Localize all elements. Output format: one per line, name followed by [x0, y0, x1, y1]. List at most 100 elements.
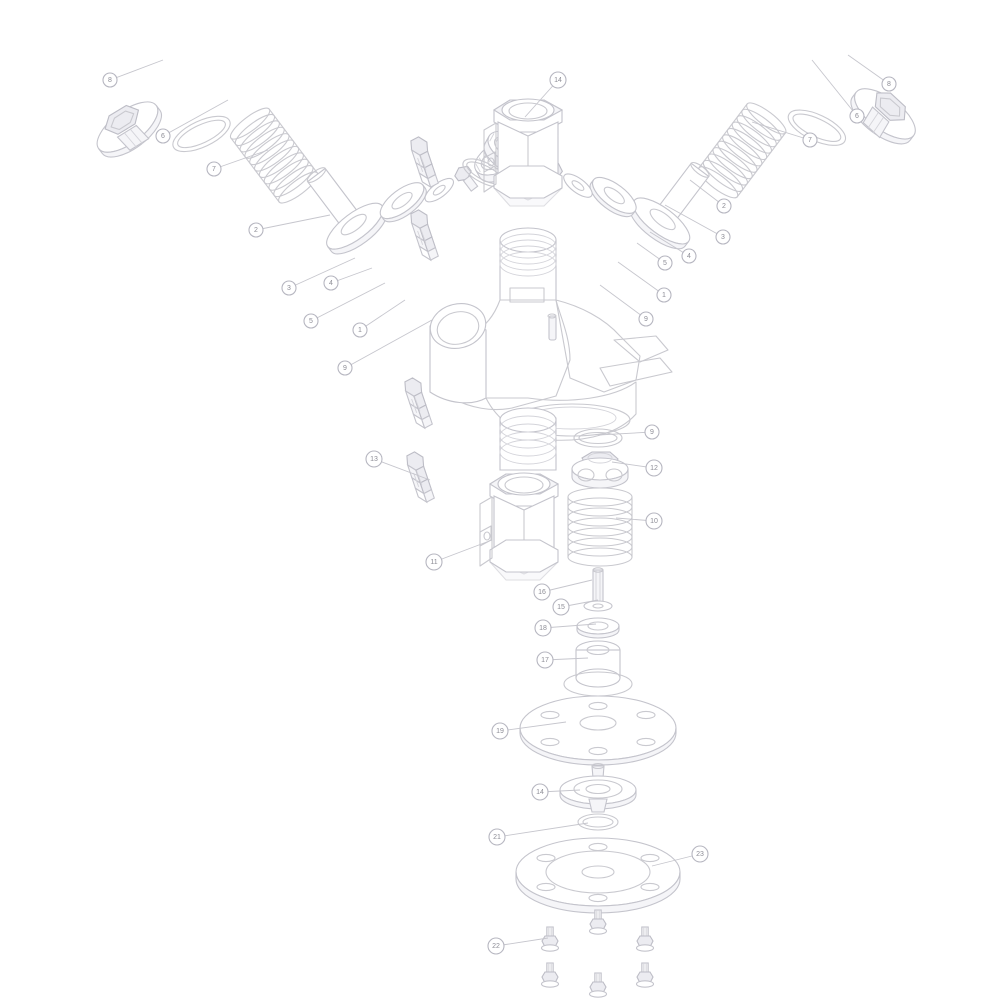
callout-balloon-19[interactable]: 19 — [491, 721, 567, 740]
callout-balloon-7[interactable]: 7 — [751, 121, 818, 148]
balloon-label: 9 — [343, 365, 347, 372]
hex-bolt-set — [540, 909, 655, 998]
callout-balloon-11[interactable]: 11 — [425, 539, 493, 571]
balloon-circle[interactable] — [644, 424, 660, 440]
leader-line — [847, 54, 890, 85]
leader-line — [599, 284, 647, 320]
balloon-circle[interactable] — [645, 459, 663, 477]
callout-balloon-1[interactable]: 1 — [617, 261, 672, 303]
callout-balloon-7[interactable]: 7 — [206, 149, 269, 177]
leader-line — [288, 257, 356, 289]
callout-balloon-4[interactable]: 4 — [649, 231, 697, 264]
o-ring-seal-mid — [573, 428, 623, 448]
balloon-circle[interactable] — [656, 287, 672, 303]
balloon-label: 1 — [358, 327, 362, 334]
callout-balloon-9[interactable]: 9 — [597, 424, 660, 440]
hex-bolt — [635, 962, 655, 988]
callout-balloon-4[interactable]: 4 — [323, 267, 373, 291]
balloon-label: 11 — [430, 559, 437, 566]
balloon-circle[interactable] — [488, 828, 506, 846]
balloon-circle[interactable] — [552, 598, 570, 616]
callout-balloon-13[interactable]: 13 — [365, 450, 431, 481]
balloon-circle[interactable] — [206, 161, 222, 177]
balloon-label: 18 — [539, 625, 547, 632]
balloon-circle[interactable] — [534, 619, 552, 637]
balloon-circle[interactable] — [681, 248, 697, 264]
callout-balloon-8[interactable]: 8 — [102, 59, 164, 88]
callout-balloon-2[interactable]: 2 — [689, 179, 732, 214]
callout-balloon-6[interactable]: 6 — [811, 59, 865, 124]
callout-layer: 8672345191486723451913119121016151817191… — [102, 54, 897, 955]
balloon-label: 22 — [492, 943, 500, 950]
callout-balloon-12[interactable]: 12 — [611, 459, 663, 477]
callout-balloon-16[interactable]: 16 — [533, 579, 593, 601]
balloon-label: 7 — [808, 137, 812, 144]
balloon-circle[interactable] — [491, 722, 509, 740]
balloon-label: 9 — [650, 429, 654, 436]
balloon-circle[interactable] — [691, 845, 709, 863]
balloon-circle[interactable] — [303, 313, 319, 329]
balloon-circle[interactable] — [849, 108, 865, 124]
leader-line — [433, 539, 493, 563]
callout-balloon-15[interactable]: 15 — [552, 598, 599, 616]
callout-balloon-9[interactable]: 9 — [337, 319, 433, 376]
balloon-label: 16 — [538, 589, 546, 596]
callout-balloon-6[interactable]: 6 — [155, 99, 229, 144]
balloon-label: 17 — [541, 657, 549, 664]
callout-balloon-22[interactable]: 22 — [487, 937, 549, 955]
balloon-circle[interactable] — [425, 553, 443, 571]
balloon-circle[interactable] — [638, 311, 654, 327]
flat-washer-right — [589, 176, 637, 218]
stem-rod-lower — [592, 567, 604, 605]
hex-bolt — [540, 962, 560, 988]
balloon-circle[interactable] — [102, 72, 118, 88]
leader-line — [310, 282, 386, 322]
balloon-circle[interactable] — [337, 360, 353, 376]
callout-balloon-8[interactable]: 8 — [847, 54, 897, 92]
callout-balloon-17[interactable]: 17 — [536, 651, 589, 669]
callout-balloon-21[interactable]: 21 — [488, 822, 589, 846]
balloon-circle[interactable] — [645, 512, 663, 530]
leader-line — [542, 623, 597, 629]
balloon-circle[interactable] — [352, 322, 368, 338]
balloon-circle[interactable] — [657, 255, 673, 271]
callout-balloon-23[interactable]: 23 — [651, 845, 709, 867]
callout-balloon-2[interactable]: 2 — [248, 214, 331, 238]
callout-balloon-1[interactable]: 1 — [352, 299, 406, 338]
callout-balloon-3[interactable]: 3 — [664, 204, 731, 245]
callout-balloon-5[interactable]: 5 — [303, 282, 386, 329]
diaphragm-assembly — [559, 762, 637, 813]
balloon-label: 2 — [254, 227, 258, 234]
balloon-circle[interactable] — [881, 76, 897, 92]
callout-balloon-5[interactable]: 5 — [636, 242, 673, 271]
callout-balloon-9[interactable]: 9 — [599, 284, 654, 327]
union-coupling-lower — [479, 472, 559, 581]
balloon-circle[interactable] — [802, 132, 818, 148]
leader-line — [344, 319, 433, 369]
balloon-circle[interactable] — [365, 450, 383, 468]
balloon-circle[interactable] — [323, 275, 339, 291]
balloon-circle[interactable] — [155, 128, 171, 144]
balloon-circle[interactable] — [533, 583, 551, 601]
callout-balloon-14[interactable]: 14 — [524, 71, 567, 118]
balloon-circle[interactable] — [281, 280, 297, 296]
balloon-circle[interactable] — [536, 651, 554, 669]
callout-balloon-14[interactable]: 14 — [531, 783, 581, 801]
left-branch-assembly — [96, 101, 552, 255]
balloon-circle[interactable] — [549, 71, 567, 89]
balloon-label: 14 — [554, 77, 562, 84]
leader-line — [359, 299, 406, 331]
balloon-label: 12 — [650, 465, 658, 472]
balloon-label: 10 — [650, 518, 658, 525]
balloon-circle[interactable] — [715, 229, 731, 245]
callout-balloon-10[interactable]: 10 — [615, 512, 663, 530]
balloon-circle[interactable] — [487, 937, 505, 955]
balloon-circle[interactable] — [248, 222, 264, 238]
callout-balloon-18[interactable]: 18 — [534, 619, 597, 637]
hex-bolt — [588, 909, 608, 935]
balloon-circle[interactable] — [531, 783, 549, 801]
seat-disc-right — [563, 173, 593, 198]
balloon-circle[interactable] — [716, 198, 732, 214]
callout-balloon-3[interactable]: 3 — [281, 257, 356, 296]
